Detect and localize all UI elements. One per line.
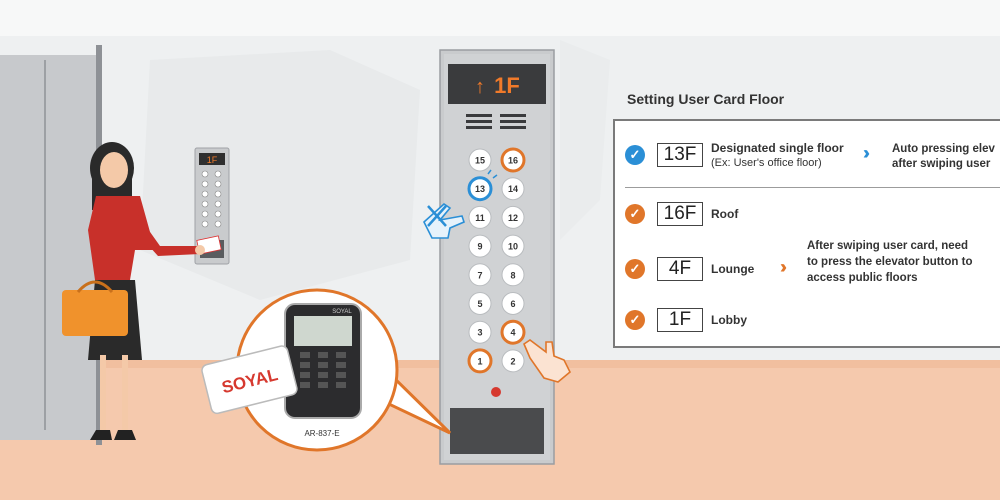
check-circle-icon: ✓ (625, 204, 645, 224)
floor-button-5[interactable]: 5 (468, 292, 492, 315)
floor-display (448, 64, 546, 104)
note-public-line3: access public floors (807, 272, 918, 284)
wall-panel (0, 55, 100, 440)
floor-button-label: 10 (508, 242, 518, 252)
floor-button-9[interactable]: 9 (468, 234, 492, 258)
reader-brand: SOYAL (332, 309, 352, 315)
floor-button-1[interactable]: 1 (467, 348, 493, 374)
pointing-hand-icon (423, 202, 465, 239)
reader-model: AR-837-E (304, 429, 339, 438)
note-public-line2: to press the elevator button to (807, 256, 973, 268)
floor-button-label: 1 (477, 356, 482, 366)
row-label-lounge: Lounge (711, 262, 755, 276)
floor-button-label: 7 (477, 270, 482, 280)
floor-label-16f: 16F (657, 202, 703, 226)
check-circle-icon: ✓ (625, 145, 645, 165)
row-divider (625, 187, 1000, 188)
floor-button-13[interactable]: 13 (467, 176, 493, 202)
display-floor: 1F (494, 73, 520, 98)
check-circle-icon: ✓ (625, 310, 645, 330)
floor-button-label: 5 (477, 299, 482, 309)
floor-button-16[interactable]: 16 (500, 147, 526, 173)
chevron-right-icon: ›› (780, 257, 787, 277)
small-display-text: 1F (207, 155, 218, 165)
woman-figure (62, 142, 205, 440)
call-bell-icon (491, 387, 501, 397)
row-sub-office: (Ex: User's office floor) (711, 157, 822, 169)
floor-button-label: 16 (508, 156, 518, 166)
cross-icon (427, 205, 447, 227)
chevron-right-icon: ›› (863, 143, 870, 163)
floor-button-label: 2 (510, 356, 515, 366)
floor-button-label: 12 (508, 213, 518, 223)
floor-button-label: 4 (510, 328, 515, 338)
floor-button-10[interactable]: 10 (501, 234, 525, 258)
floor-button-6[interactable]: 6 (501, 292, 525, 315)
floor-button-label: 15 (475, 156, 485, 166)
pointing-hand-icon (523, 339, 571, 383)
floor-button-11[interactable]: 11 (468, 205, 492, 229)
floor-button-2[interactable]: 2 (501, 349, 525, 373)
check-circle-icon: ✓ (625, 259, 645, 279)
floor-button-label: 14 (508, 184, 518, 194)
floor-button-label: 11 (475, 213, 485, 223)
row-label-designated: Designated single floor (711, 141, 844, 155)
note-public-line1: After swiping user card, need (807, 240, 969, 252)
note-auto-line2: after swiping user (892, 158, 991, 170)
panel-title: Setting User Card Floor (627, 91, 785, 107)
floor-button-12[interactable]: 12 (501, 205, 525, 229)
floor-button-label: 8 (510, 270, 515, 280)
floor-button-label: 13 (475, 184, 485, 194)
floor-button-8[interactable]: 8 (501, 263, 525, 287)
floor-button-label: 3 (477, 328, 482, 338)
card-reader-slot (450, 408, 544, 454)
display-arrow: ↑ (475, 76, 485, 98)
reader-callout: SOYAL SOYAL AR-837-E (201, 288, 452, 452)
floor-button-label: 9 (477, 242, 482, 252)
floor-button-7[interactable]: 7 (468, 263, 492, 287)
floor-button-4[interactable]: 4 (500, 319, 526, 345)
row-label-lobby: Lobby (711, 313, 747, 327)
floor-label-4f: 4F (657, 257, 703, 281)
floor-button-15[interactable]: 15 (468, 148, 492, 172)
floor-settings-box: ✓ 13F Designated single floor (Ex: User'… (613, 119, 1000, 348)
floor-label-13f: 13F (657, 143, 703, 167)
floor-button-label: 6 (510, 299, 515, 309)
row-label-roof: Roof (711, 207, 739, 221)
floor-button-3[interactable]: 3 (468, 320, 492, 344)
floor-label-1f: 1F (657, 308, 703, 332)
floor-button-14[interactable]: 14 (501, 177, 525, 201)
note-auto-line1: Auto pressing elev (892, 143, 995, 155)
